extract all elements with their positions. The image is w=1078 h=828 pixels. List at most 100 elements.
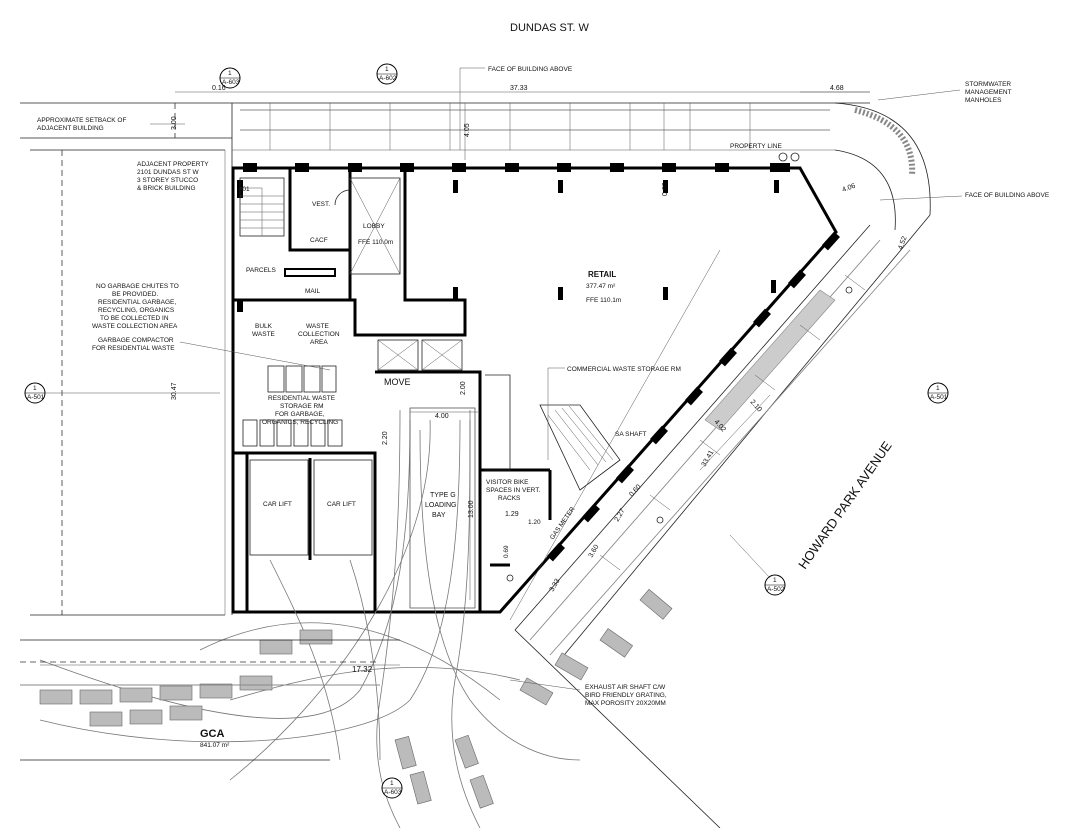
room-lobby: LOBBY bbox=[363, 223, 385, 230]
stair-northwest bbox=[239, 177, 285, 237]
svg-text:FOR RESIDENTIAL WASTE: FOR RESIDENTIAL WASTE bbox=[92, 345, 175, 352]
gca-label: GCA bbox=[200, 728, 225, 740]
corner-curb bbox=[834, 102, 931, 216]
note-adjacent-property: ADJACENT PROPERTY 2101 DUNDAS ST W 3 STO… bbox=[137, 161, 209, 192]
leader-lines bbox=[150, 67, 963, 691]
svg-text:RECYCLING, ORGANICS: RECYCLING, ORGANICS bbox=[98, 307, 175, 314]
svg-text:RESIDENTIAL GARBAGE,: RESIDENTIAL GARBAGE, bbox=[98, 299, 176, 306]
manhole-icon bbox=[790, 152, 800, 162]
svg-text:LOADING: LOADING bbox=[425, 502, 457, 509]
svg-text:3 STOREY STUCCO: 3 STOREY STUCCO bbox=[137, 177, 198, 184]
road-lines bbox=[20, 629, 721, 828]
svg-text:MANHOLES: MANHOLES bbox=[965, 97, 1002, 104]
dim-text: 30.47 bbox=[171, 382, 178, 400]
svg-text:A-602: A-602 bbox=[379, 75, 397, 82]
room-cacf: CACF bbox=[310, 237, 328, 244]
manhole-icon bbox=[845, 286, 853, 294]
svg-text:RACKS: RACKS bbox=[498, 495, 521, 502]
svg-text:TO BE COLLECTED IN: TO BE COLLECTED IN bbox=[100, 315, 169, 322]
manhole-icon bbox=[778, 152, 788, 162]
svg-text:AREA: AREA bbox=[310, 339, 328, 346]
dim-text: 37.33 bbox=[510, 85, 528, 92]
svg-text:MAX POROSITY 20X20MM: MAX POROSITY 20X20MM bbox=[585, 700, 666, 707]
svg-text:FOR GARBAGE,: FOR GARBAGE, bbox=[275, 411, 325, 418]
svg-text:ORGANICS, RECYCLING: ORGANICS, RECYCLING bbox=[262, 419, 338, 426]
dim-text: 2.27 bbox=[614, 508, 627, 523]
sidewalk-pattern bbox=[232, 103, 835, 151]
facade-columns bbox=[237, 163, 790, 312]
svg-text:A-501: A-501 bbox=[930, 394, 948, 401]
svg-text:1: 1 bbox=[33, 385, 37, 392]
street-name-howard-park: HOWARD PARK AVENUE bbox=[795, 438, 895, 572]
svg-text:ADJACENT PROPERTY: ADJACENT PROPERTY bbox=[137, 161, 209, 168]
dim-text: 4.05 bbox=[464, 123, 471, 137]
dim-text: 1.20 bbox=[528, 519, 541, 526]
section-marker: 1 A-603 bbox=[381, 777, 403, 799]
svg-text:BULK: BULK bbox=[255, 323, 273, 330]
dim-text: 0.60 bbox=[628, 483, 642, 498]
corner-paving bbox=[854, 107, 916, 176]
dim-text: 13.00 bbox=[468, 500, 475, 518]
svg-text:BIRD FRIENDLY GRATING,: BIRD FRIENDLY GRATING, bbox=[585, 692, 667, 699]
svg-text:2101 DUNDAS ST W: 2101 DUNDAS ST W bbox=[137, 169, 200, 176]
svg-text:SPACES IN VERT.: SPACES IN VERT. bbox=[486, 487, 540, 494]
svg-text:WASTE: WASTE bbox=[306, 323, 330, 330]
mailbox-bank bbox=[284, 268, 336, 277]
lobby-elevator-void bbox=[334, 177, 401, 275]
dimension-lines bbox=[40, 91, 870, 666]
dim-text: 33.41 bbox=[701, 449, 716, 468]
svg-text:ADJACENT BUILDING: ADJACENT BUILDING bbox=[37, 125, 104, 132]
column-marker-icon bbox=[656, 516, 664, 524]
elevator-bank bbox=[377, 339, 463, 371]
svg-text:1: 1 bbox=[390, 780, 394, 787]
section-marker: 1 A-602 bbox=[376, 63, 398, 85]
dim-text: 4.00 bbox=[435, 413, 449, 420]
dim-text: 4.06 bbox=[841, 183, 856, 194]
svg-text:& BRICK BUILDING: & BRICK BUILDING bbox=[137, 185, 196, 192]
section-marker: 1 A-603 bbox=[219, 67, 241, 89]
dim-text: 0.16 bbox=[212, 85, 226, 92]
room-vestibule: VEST. bbox=[312, 201, 330, 208]
svg-text:BE PROVIDED.: BE PROVIDED. bbox=[112, 291, 158, 298]
room-mail: MAIL bbox=[305, 288, 321, 295]
dim-text: 17.32 bbox=[352, 665, 373, 674]
room-retail: RETAIL bbox=[588, 270, 616, 279]
note-compactor: GARBAGE COMPACTOR FOR RESIDENTIAL WASTE bbox=[92, 337, 175, 352]
note-garbage: NO GARBAGE CHUTES TO BE PROVIDED. RESIDE… bbox=[92, 283, 179, 330]
room-a01: A01 bbox=[238, 186, 250, 193]
svg-text:APPROXIMATE SETBACK OF: APPROXIMATE SETBACK OF bbox=[37, 117, 126, 124]
svg-text:STORMWATER: STORMWATER bbox=[965, 81, 1011, 88]
building-walls bbox=[231, 166, 838, 614]
svg-text:GARBAGE COMPACTOR: GARBAGE COMPACTOR bbox=[98, 337, 174, 344]
note-property-line: PROPERTY LINE bbox=[730, 143, 782, 150]
note-face-above-top: FACE OF BUILDING ABOVE bbox=[488, 66, 573, 73]
svg-text:RESIDENTIAL WASTE: RESIDENTIAL WASTE bbox=[268, 395, 336, 402]
svg-text:EXHAUST AIR SHAFT C/W: EXHAUST AIR SHAFT C/W bbox=[585, 684, 666, 691]
svg-text:1: 1 bbox=[773, 577, 777, 584]
svg-text:VISITOR BIKE: VISITOR BIKE bbox=[486, 479, 529, 486]
dim-text: 3.60 bbox=[588, 544, 601, 559]
note-setback: APPROXIMATE SETBACK OF ADJACENT BUILDING bbox=[37, 117, 126, 132]
section-marker: 1 A-501 bbox=[927, 382, 949, 404]
svg-text:A-603: A-603 bbox=[384, 789, 402, 796]
room-gas-meter: GAS METER bbox=[549, 506, 577, 542]
room-shaft: SA SHAFT bbox=[615, 431, 646, 438]
room-waste-collection: WASTE COLLECTION AREA bbox=[298, 323, 340, 346]
svg-text:MANAGEMENT: MANAGEMENT bbox=[965, 89, 1012, 96]
room-lobby-ffe: FFE 110.0m bbox=[358, 239, 393, 246]
vehicle-turning-paths bbox=[39, 407, 581, 828]
dim-text: 4.68 bbox=[830, 85, 844, 92]
dim-text: 3.00 bbox=[171, 116, 178, 130]
svg-text:A-501: A-501 bbox=[27, 394, 45, 401]
dim-text: 2.20 bbox=[382, 431, 389, 445]
note-face-above-right: FACE OF BUILDING ABOVE bbox=[965, 192, 1050, 199]
room-car-lift-2: CAR LIFT bbox=[327, 501, 356, 508]
note-stormwater: STORMWATER MANAGEMENT MANHOLES bbox=[965, 81, 1012, 104]
dim-text: 1.29 bbox=[505, 511, 519, 518]
diagonal-sidewalk bbox=[514, 214, 931, 661]
room-loading-bay: TYPE G LOADING BAY bbox=[425, 492, 457, 519]
column-marker-icon bbox=[506, 574, 514, 582]
svg-text:BAY: BAY bbox=[432, 512, 446, 519]
svg-text:A-502: A-502 bbox=[767, 586, 785, 593]
